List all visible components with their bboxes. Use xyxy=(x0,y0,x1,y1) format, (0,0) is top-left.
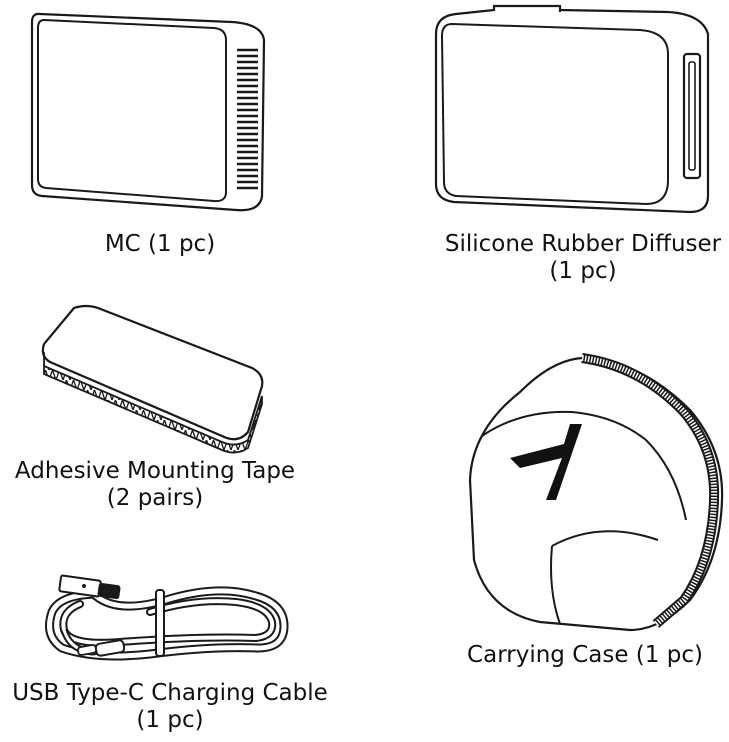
diffuser-caption-line1: Silicone Rubber Diffuser xyxy=(444,231,722,257)
cable-caption: USB Type-C Charging Cable (1 pc) xyxy=(0,680,340,734)
mc-vents xyxy=(237,48,258,190)
case-caption: Carrying Case (1 pc) xyxy=(450,642,720,669)
tape-caption-line2: (2 pairs) xyxy=(106,485,204,511)
usb-c-plug-icon xyxy=(77,639,126,657)
cable-caption-line1: USB Type-C Charging Cable xyxy=(12,680,328,706)
case-caption-line1: Carrying Case (1 pc) xyxy=(467,642,703,668)
diffuser-caption: Silicone Rubber Diffuser (1 pc) xyxy=(438,231,728,285)
tape-caption: Adhesive Mounting Tape (2 pairs) xyxy=(0,458,310,512)
diffuser-caption-line2: (1 pc) xyxy=(549,258,617,284)
tape-caption-line1: Adhesive Mounting Tape xyxy=(14,458,296,484)
cable-caption-line2: (1 pc) xyxy=(136,707,204,733)
mc-caption-line1: MC (1 pc) xyxy=(104,231,216,257)
mc-caption: MC (1 pc) xyxy=(60,231,260,258)
case-logo-icon xyxy=(510,424,582,500)
usb-a-plug-icon xyxy=(58,574,121,600)
